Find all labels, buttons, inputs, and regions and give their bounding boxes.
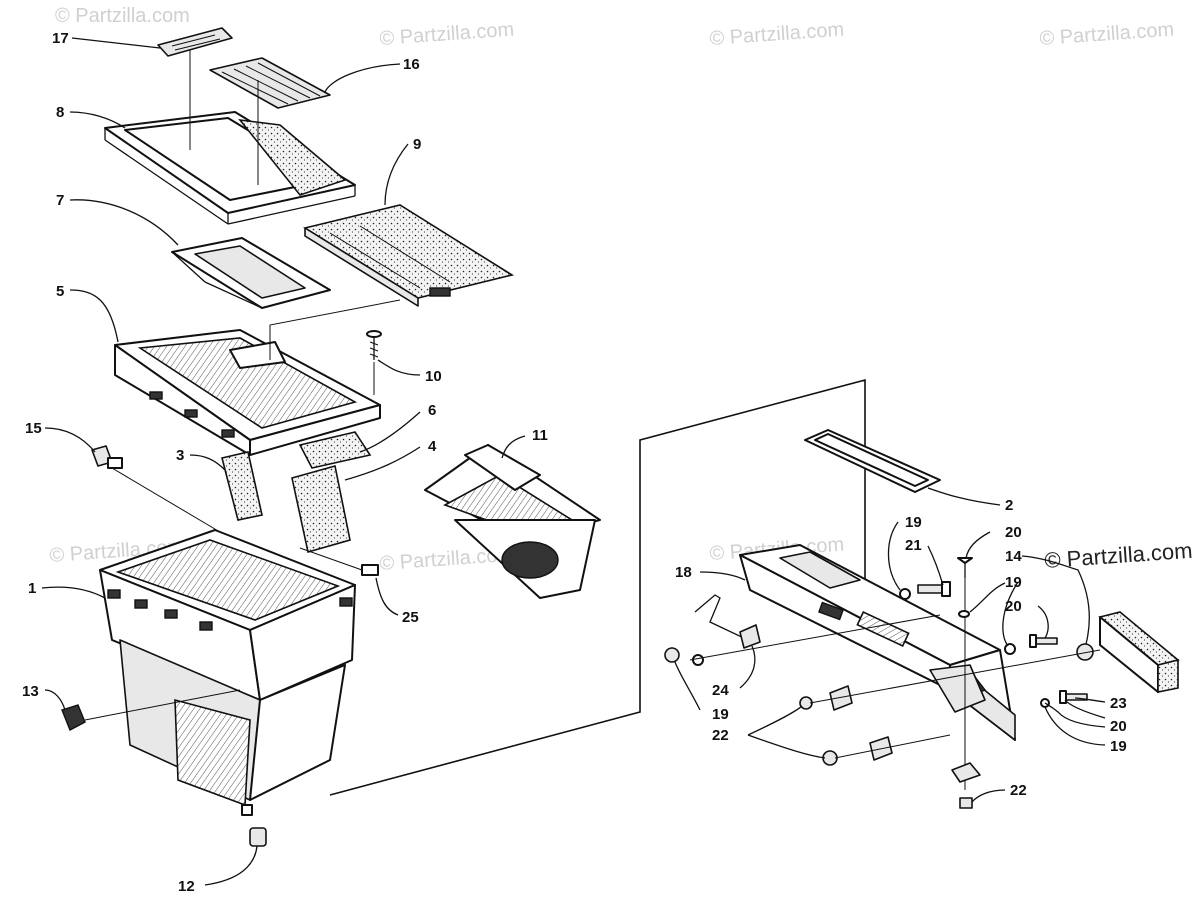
callout-1: 1 [28, 580, 36, 597]
part-2-gasket [804, 429, 941, 493]
callout-12: 12 [178, 878, 195, 895]
callout-3: 3 [176, 447, 184, 464]
callout-20: 20 [1005, 524, 1022, 541]
callout-7: 7 [56, 192, 64, 209]
callout-19: 19 [1005, 574, 1022, 591]
part-1-airbox [99, 529, 356, 816]
part-16-filter-plate [209, 57, 331, 109]
callout-24: 24 [712, 682, 729, 699]
guide-line [834, 734, 951, 759]
callout-25: 25 [402, 609, 419, 626]
part-20-screw [1029, 634, 1058, 648]
part-24-washer [829, 685, 853, 711]
part-9-foam-filter [302, 204, 515, 307]
part-22-nut [822, 750, 838, 766]
part-24-washer [951, 762, 981, 783]
callout-9: 9 [413, 136, 421, 153]
guide-line [689, 614, 941, 661]
callout-22: 22 [1010, 782, 1027, 799]
callout-11: 11 [532, 427, 548, 444]
callout-5: 5 [56, 283, 64, 300]
part-24-rod [694, 594, 749, 641]
callout-10: 10 [425, 368, 442, 385]
part-18-console-housing [739, 544, 1016, 741]
callout-23: 23 [1110, 695, 1127, 712]
part-11-intake-silencer [424, 444, 601, 599]
part-10-screw [366, 330, 382, 395]
part-19-washer [692, 654, 704, 666]
callout-19: 19 [905, 514, 922, 531]
watermark: © Partzilla.com [379, 19, 515, 50]
callout-8: 8 [56, 104, 64, 121]
part-19-washer [899, 588, 911, 600]
callouts: 17 16 8 9 7 5 10 6 11 4 3 15 25 1 13 12 … [22, 30, 1127, 895]
callout-2: 2 [1005, 497, 1013, 514]
callout-15: 15 [25, 420, 42, 437]
part-12-drain-cap [249, 827, 267, 847]
watermark: © Partzilla.com [55, 5, 190, 27]
callout-14: 14 [1005, 548, 1022, 565]
callout-18: 18 [675, 564, 692, 581]
part-21-bolt [917, 581, 951, 597]
callout-22: 22 [712, 727, 729, 744]
part-22-nut [664, 647, 680, 663]
guide-line [269, 299, 401, 360]
part-24-washer [739, 624, 761, 649]
watermark: © Partzilla.com [1039, 19, 1175, 50]
part-6-damper [298, 431, 372, 469]
part-22-nut [959, 797, 973, 809]
part-4-grommet-plate [291, 464, 351, 554]
watermark: © Partzilla.com [1044, 538, 1194, 573]
callout-6: 6 [428, 402, 436, 419]
part-15-fitting [91, 445, 226, 536]
callout-19: 19 [1110, 738, 1127, 755]
part-20-screw [1059, 690, 1088, 704]
callout-20: 20 [1005, 598, 1022, 615]
part-19-washer [958, 610, 970, 618]
part-19-washer [1004, 643, 1016, 655]
callout-16: 16 [403, 56, 420, 73]
part-5-airbox-lid [114, 329, 381, 456]
callout-20: 20 [1110, 718, 1127, 735]
watermark: © Partzilla.com [709, 19, 845, 50]
part-7-baffle [171, 237, 331, 309]
callout-4: 4 [428, 438, 437, 455]
part-3-grommet-plate [221, 451, 263, 521]
part-23-foam-block [1098, 611, 1180, 693]
guide-line [809, 649, 1101, 704]
callout-17: 17 [52, 30, 69, 47]
part-14-plug [1076, 643, 1094, 661]
part-25-spring [299, 547, 379, 576]
callout-21: 21 [905, 537, 922, 554]
callout-13: 13 [22, 683, 39, 700]
part-8-filter-frame [104, 111, 356, 225]
leader-lines [41, 37, 1106, 886]
callout-19: 19 [712, 706, 729, 723]
watermark-layer: © Partzilla.com © Partzilla.com © Partzi… [49, 5, 1193, 575]
part-17-decal [157, 27, 233, 57]
part-13-clip [61, 689, 241, 731]
